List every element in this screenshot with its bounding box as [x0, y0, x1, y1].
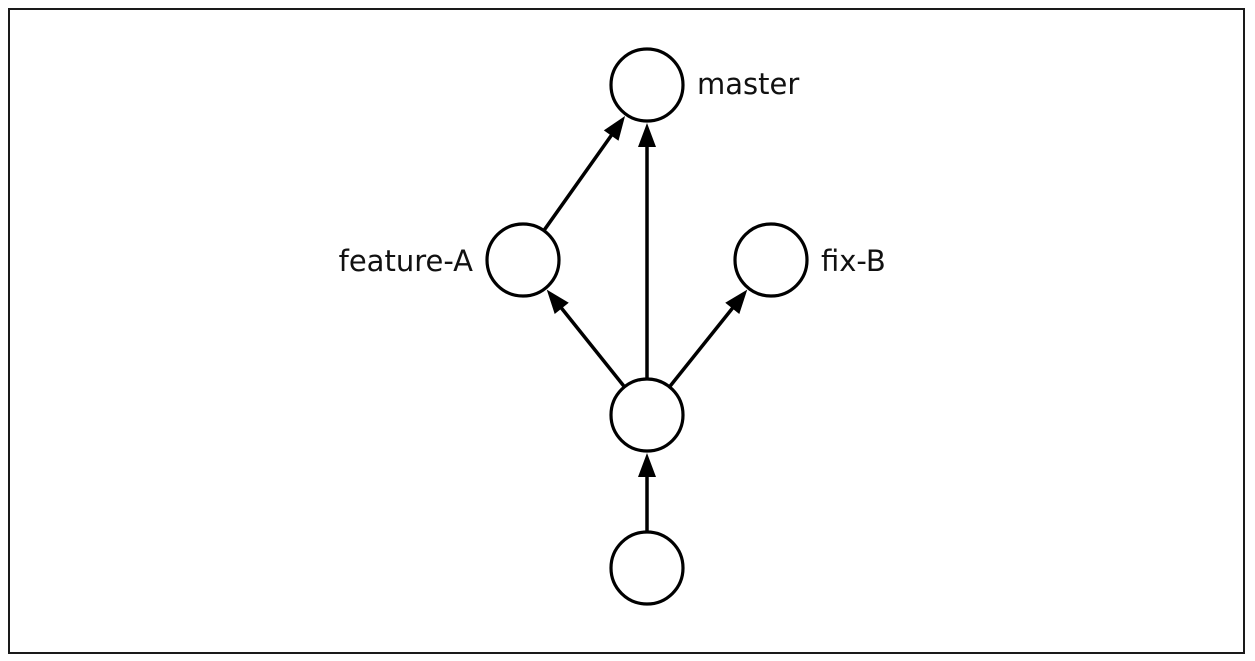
- branch-label-master: master: [697, 67, 799, 101]
- commit-node-feature-a: [485, 222, 561, 298]
- edge-feature-to-master: [542, 116, 626, 231]
- arrowhead-icon: [725, 289, 748, 315]
- node-root: [609, 530, 685, 606]
- commit-node-fix-b: [733, 222, 809, 298]
- edge-base-to-master: [638, 123, 656, 378]
- edge-line-feature-to-master: [542, 132, 614, 231]
- edge-root-to-base: [638, 453, 656, 531]
- branch-label-fix-b: fix-B: [821, 244, 886, 278]
- branch-label-feature-a: feature-A: [339, 244, 474, 278]
- edge-line-base-to-feature: [559, 305, 626, 388]
- arrowhead-icon: [638, 123, 656, 147]
- arrowhead-icon: [603, 116, 626, 141]
- commit-node-master: [609, 47, 685, 123]
- commit-node-root: [609, 530, 685, 606]
- edge-base-to-fix: [668, 289, 748, 388]
- commit-node-base: [609, 377, 685, 453]
- node-base: [609, 377, 685, 453]
- arrowhead-icon: [638, 453, 656, 477]
- edge-line-base-to-fix: [668, 305, 735, 388]
- node-master: master: [609, 47, 799, 123]
- node-fix-b: fix-B: [733, 222, 886, 298]
- arrowhead-icon: [546, 289, 569, 315]
- edges: [542, 116, 748, 531]
- node-feature-a: feature-A: [339, 222, 561, 298]
- edge-base-to-feature: [546, 289, 626, 388]
